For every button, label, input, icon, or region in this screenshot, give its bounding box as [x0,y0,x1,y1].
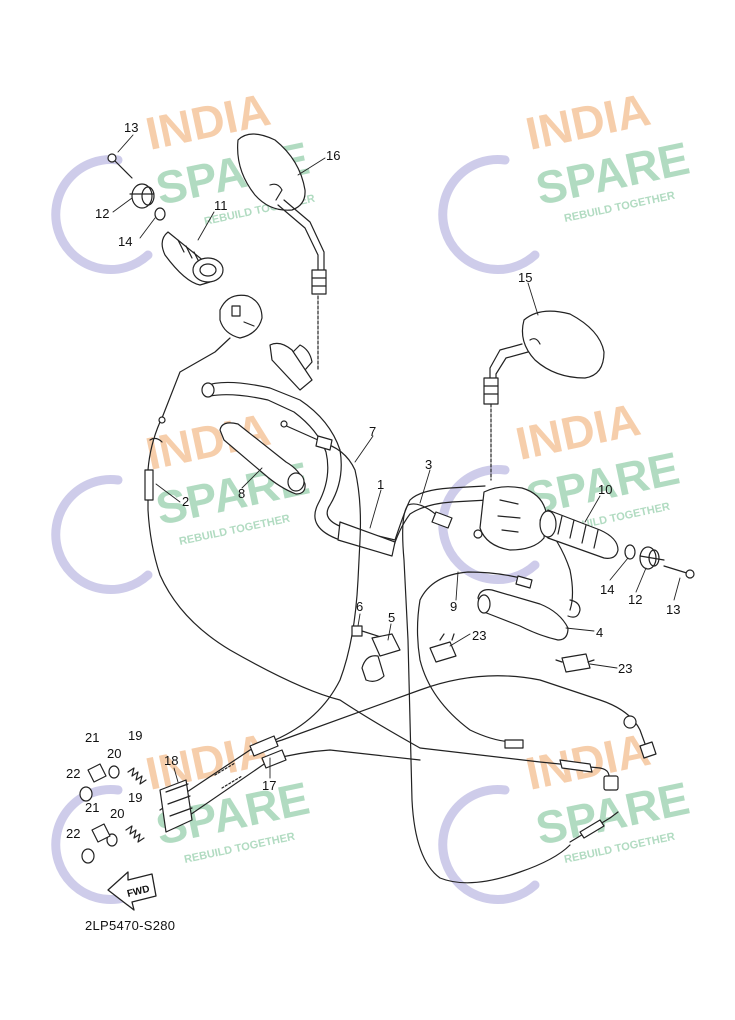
watermark-bottom-right: INDIA SPARE REBUILD TOGETHER [438,723,694,904]
label-part-6: 6 [356,599,363,614]
label-part-13: 13 [666,602,680,617]
label-part-14: 14 [600,582,614,597]
label-part-7: 7 [369,424,376,439]
label-part-13: 13 [124,120,138,135]
part-1-handlebar [201,342,489,557]
part-2-cable [144,421,601,769]
part-8-lever-left [219,420,319,495]
label-part-1: 1 [377,477,384,492]
part-21-nut-bottom [91,823,111,843]
part-4-lever-right [477,589,569,641]
part-19-spring-bottom [125,825,145,843]
label-part-11: 11 [214,198,228,213]
label-part-22: 22 [66,826,80,841]
label-part-18: 18 [164,753,178,768]
part-10-grip-right [539,509,619,559]
label-part-20: 20 [107,746,121,761]
label-part-19: 19 [128,790,142,805]
part-17-throttle-cables [159,675,657,843]
label-part-23: 23 [472,628,486,643]
leader-line-part-2 [161,337,231,419]
part-22-nut-top [79,786,93,802]
label-part-4: 4 [596,625,603,640]
label-part-12: 12 [628,592,642,607]
part-21-nut-top [87,763,107,783]
fwd-arrow: FWD [107,871,157,911]
label-part-8: 8 [238,486,245,501]
part-20-collar-top [108,765,120,779]
part-12-end-weight-left [129,183,155,209]
label-part-23: 23 [618,661,632,676]
part-14-collar-left [154,207,166,221]
part-12-end-weight-right [639,546,665,570]
watermark-top-right: INDIA SPARE REBUILD TOGETHER [438,83,694,274]
part-13-screw-left [107,153,133,179]
part-19-spring-top [127,767,147,785]
label-part-21: 21 [85,730,99,745]
part-23-switch-b [555,653,595,673]
left-switch-housing [219,294,263,339]
label-part-21: 21 [85,800,99,815]
part-23-switch-a [429,633,457,663]
part-3-cable [402,503,571,884]
label-part-17: 17 [262,778,276,793]
part-16-mirror-left [237,133,327,371]
part-11-grip-left [161,231,224,286]
label-part-16: 16 [326,148,340,163]
part-22-nut-bottom [81,848,95,864]
part-14-collar-right [624,544,636,560]
part-9-cable [416,571,533,749]
part-13-screw-right [663,565,695,579]
label-part-9: 9 [450,599,457,614]
diagram-reference-code: 2LP5470-S280 [85,918,176,933]
label-part-22: 22 [66,766,80,781]
part-15-mirror-right [483,310,605,481]
label-part-12: 12 [95,206,109,221]
label-part-3: 3 [425,457,432,472]
part-5-bracket [361,633,401,682]
part-20-collar-bottom [106,833,118,847]
part-7-throttle-cable [274,435,362,741]
label-leaders [112,134,681,783]
label-part-20: 20 [110,806,124,821]
part-labels: 13 12 14 11 16 15 7 3 1 8 2 10 14 12 13 … [66,120,680,841]
label-part-19: 19 [128,728,142,743]
part-18-cable-junction [159,779,193,833]
label-part-14: 14 [118,234,132,249]
label-part-2: 2 [182,494,189,509]
label-part-10: 10 [598,482,612,497]
label-part-15: 15 [518,270,532,285]
fwd-label: FWD [126,884,151,900]
label-part-5: 5 [388,610,395,625]
